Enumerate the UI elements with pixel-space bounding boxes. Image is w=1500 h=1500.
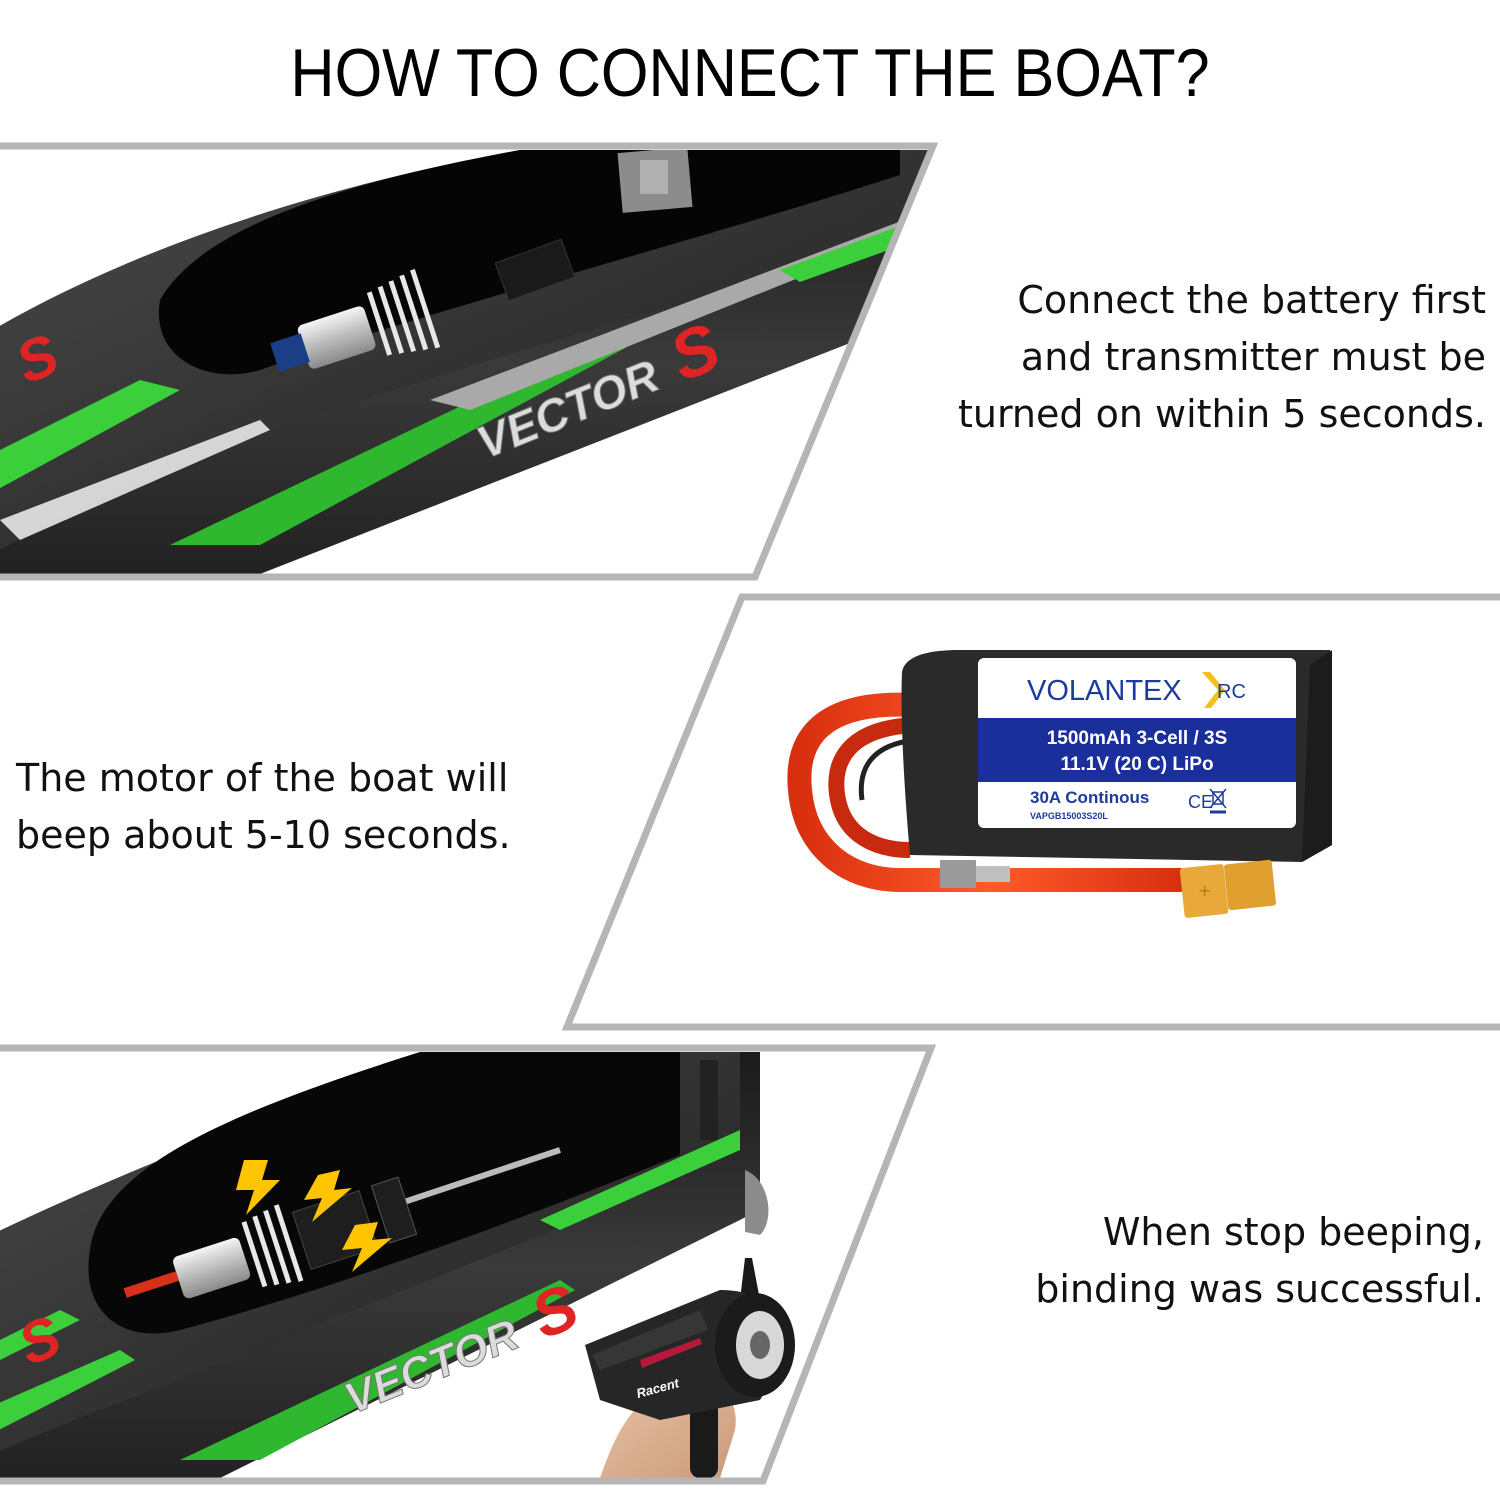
battery-model-code: VAPGB15003S20L <box>1030 811 1108 821</box>
lipo-battery-image: VOLANTEX RC 1500mAh 3-Cell / 3S 11.1V (2… <box>787 650 1332 918</box>
ce-mark-icon: CE <box>1188 792 1213 812</box>
page-title: HOW TO CONNECT THE BOAT? <box>290 35 1210 111</box>
battery-current-rating: 30A Continous <box>1030 788 1149 807</box>
step-3-line-2: binding was successful. <box>1035 1267 1484 1311</box>
step-2-line-1: The motor of the boat will <box>16 756 509 800</box>
step-2-caption: The motor of the boat will beep about 5-… <box>16 750 511 864</box>
transmitter-image: Racent <box>585 1258 795 1478</box>
battery-spec-voltage: 11.1V (20 C) LiPo <box>1060 754 1213 775</box>
step-2-line-2: beep about 5-10 seconds. <box>16 813 511 857</box>
battery-spec-capacity: 1500mAh 3-Cell / 3S <box>1047 728 1228 749</box>
battery-brand-suffix: RC <box>1217 681 1246 703</box>
boat-hull-image-2: S VECTOR S Racent <box>0 1052 795 1478</box>
step-1-line-1: Connect the battery first <box>1017 278 1486 322</box>
battery-brand: VOLANTEX <box>1027 675 1182 707</box>
step-3-caption: When stop beeping, binding was successfu… <box>1035 1204 1484 1318</box>
step-1-caption: Connect the battery first and transmitte… <box>958 272 1486 443</box>
connector-polarity-icon: + <box>1198 881 1211 900</box>
step-1-line-2: and transmitter must be <box>1020 335 1486 379</box>
step-3-line-1: When stop beeping, <box>1102 1210 1484 1254</box>
boat-hull-image-1: S VECTOR S <box>0 150 930 574</box>
step-1-line-3: turned on within 5 seconds. <box>957 392 1486 436</box>
